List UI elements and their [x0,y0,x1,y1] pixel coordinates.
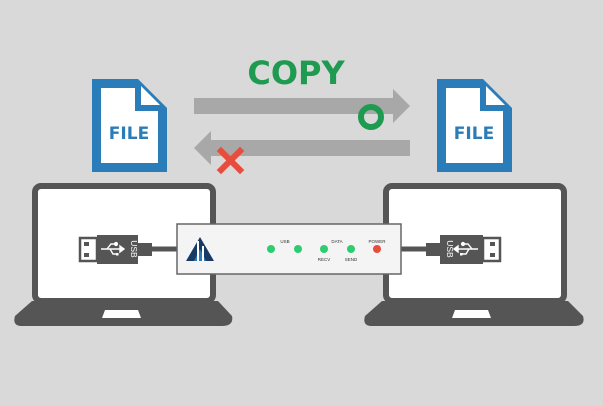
circle-ok-icon [358,104,384,130]
left-usb-plug-icon: USB [78,235,152,264]
right-usb-plug-icon: USB [426,235,502,264]
left-file-icon: FILE [92,79,167,172]
device-logo-icon [186,237,214,261]
second-led [294,245,302,253]
arrow-left-icon [194,131,410,165]
usb-led [267,245,275,253]
left-usb-label: USB [129,240,139,258]
left-usb-trident-icon [101,241,126,256]
right-file-label: FILE [454,124,494,144]
copy-title: COPY [247,54,345,92]
usb-device: USB DATA POWER RECV SEND [176,223,402,275]
recv-led-label: RECV [318,257,331,262]
arrow-right-icon [194,89,410,123]
recv-led [320,245,328,253]
usb-led-label: USB [280,239,289,244]
data-led-label: DATA [331,239,342,244]
right-usb-trident-icon [452,241,478,256]
send-led-label: SEND [345,257,358,262]
left-file-label: FILE [109,124,149,144]
right-usb-label: USB [445,240,455,258]
send-led [347,245,355,253]
power-led-label: POWER [368,239,386,244]
power-led [373,245,381,253]
right-file-icon: FILE [437,79,512,172]
cross-ng-icon [216,146,245,175]
left-laptop-icon [14,183,233,326]
